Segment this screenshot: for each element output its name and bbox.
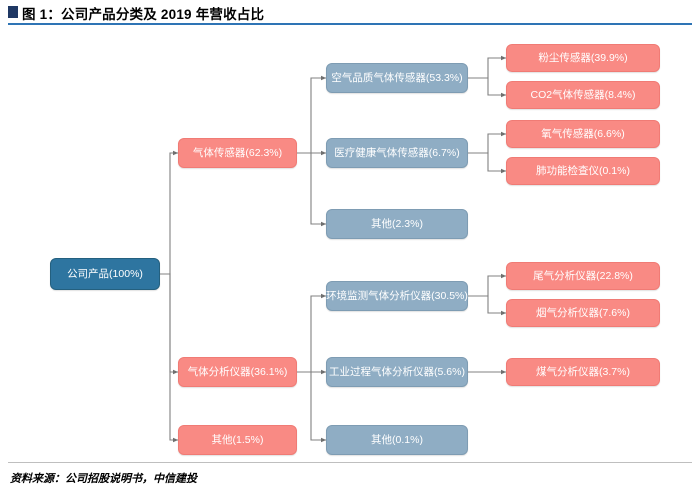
link-med-lung [468, 152, 507, 174]
link-root-inst [160, 273, 179, 375]
node-other-level3-sensors[interactable]: 其他(2.3%) [326, 209, 468, 239]
link-root-gas [160, 150, 179, 275]
link-root-other [160, 273, 179, 443]
link-inst-env [297, 293, 327, 373]
node-industrial-process-gas-analyzer[interactable]: 工业过程气体分析仪器(5.6%) [326, 357, 468, 387]
node-co2-gas-sensor[interactable]: CO2气体传感器(8.4%) [506, 81, 660, 109]
page-title: 图 1：公司产品分类及 2019 年营收占比 [22, 7, 265, 22]
node-other-level3-analyzers[interactable]: 其他(0.1%) [326, 425, 468, 455]
node-other-level2[interactable]: 其他(1.5%) [178, 425, 297, 455]
title-divider [8, 23, 692, 25]
node-coal-gas-analyzer[interactable]: 煤气分析仪器(3.7%) [506, 358, 660, 386]
node-air-quality-gas-sensor[interactable]: 空气品质气体传感器(53.3%) [326, 63, 468, 93]
node-medical-health-gas-sensor[interactable]: 医疗健康气体传感器(6.7%) [326, 138, 468, 168]
source-note: 资料来源：公司招股说明书，中信建投 [10, 473, 197, 485]
diagram-canvas: 公司产品(100%) 气体传感器(62.3%) 气体分析仪器(36.1%) 其他… [0, 30, 700, 462]
footer-divider [8, 462, 692, 463]
node-dust-sensor[interactable]: 粉尘传感器(39.9%) [506, 44, 660, 72]
link-air-dust [468, 55, 507, 79]
link-med-o2 [468, 131, 507, 154]
node-company-products[interactable]: 公司产品(100%) [50, 258, 160, 290]
link-gas-air [297, 75, 327, 154]
node-flue-gas-analyzer[interactable]: 烟气分析仪器(7.6%) [506, 299, 660, 327]
node-exhaust-gas-analyzer[interactable]: 尾气分析仪器(22.8%) [506, 262, 660, 290]
node-environmental-monitoring-gas-analyzer[interactable]: 环境监测气体分析仪器(30.5%) [326, 281, 468, 311]
link-inst-other [297, 371, 327, 443]
node-gas-analyzers[interactable]: 气体分析仪器(36.1%) [178, 357, 297, 387]
node-lung-function-tester[interactable]: 肺功能检查仪(0.1%) [506, 157, 660, 185]
node-gas-sensors[interactable]: 气体传感器(62.3%) [178, 138, 297, 168]
link-env-exhaust [468, 273, 507, 297]
chart-title-bar: 图 1：公司产品分类及 2019 年营收占比 [0, 0, 700, 30]
title-marker-icon [8, 6, 18, 18]
node-oxygen-sensor[interactable]: 氧气传感器(6.6%) [506, 120, 660, 148]
link-air-co2 [468, 77, 507, 98]
link-env-smoke [468, 295, 507, 316]
link-gas-other [297, 152, 327, 227]
